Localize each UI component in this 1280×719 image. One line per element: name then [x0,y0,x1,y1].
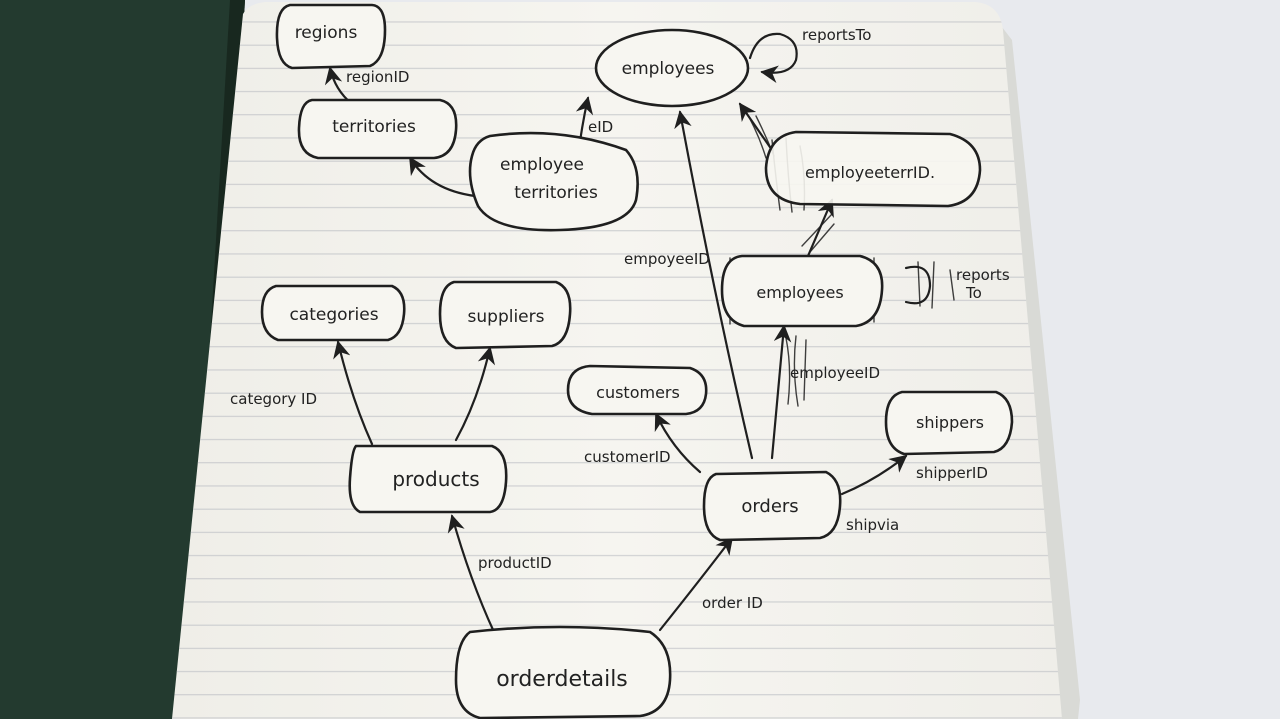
edge-orders-employees-scribbled [770,324,792,460]
edge-products-categories [333,340,374,446]
node-employees-scribbled-label: employees [756,283,843,302]
label-employeeID-main: empoyeeID [624,250,710,268]
node-employees-scribbled-shape [720,254,884,328]
node-regions: regions [275,3,387,70]
node-products: products [348,444,508,514]
node-shippers: shippers [884,390,1014,456]
edge-scribbled-employees-empterr [806,198,834,258]
label-reportsTo: reportsTo [802,26,871,44]
label-reportsTo-scribbled-line2: To [965,284,982,302]
notebook-cover [0,0,245,719]
node-suppliers: suppliers [438,280,572,350]
node-orders-label: orders [741,496,798,517]
edge-orders-customers [654,412,702,474]
edge-products-suppliers [454,346,496,442]
label-regionID: regionID [346,68,409,86]
node-suppliers-label: suppliers [468,307,545,327]
node-regions-shape [275,3,387,70]
node-orders: orders [702,470,842,542]
edge-labels: regionID eID reportsTo empoyeeID employe… [230,26,1010,612]
node-categories: categories [260,284,406,342]
label-orderID: order ID [702,594,763,612]
node-categories-label: categories [289,305,378,325]
edge-orderdetails-orders [658,536,734,632]
node-products-shape [348,444,508,514]
node-employee-territories-shape [468,131,639,232]
label-customerID: customerID [584,448,671,466]
edge-empterr-territories [408,156,477,198]
node-employees-scribbled: employees [720,254,884,328]
node-orderdetails: orderdetails [454,625,672,719]
node-employeeterr-scribbled: employeeterrID. [764,130,982,208]
node-employee-territories-label-line2: territories [514,183,598,203]
node-orderdetails-shape [454,625,672,719]
node-territories-shape [297,98,458,160]
edges [324,32,932,634]
node-regions-label: regions [295,23,358,43]
node-suppliers-shape [438,280,572,350]
edge-orderdetails-products [447,514,496,634]
label-eID: eID [588,118,613,136]
node-employees: employees [594,28,750,108]
node-employee-territories: employee territories [468,131,639,232]
node-shippers-label: shippers [916,413,984,432]
node-employees-label: employees [622,59,715,79]
node-territories-label: territories [332,117,416,137]
node-territories: territories [297,98,458,160]
label-shipperID: shipperID [916,464,988,482]
label-productID: productID [478,554,552,572]
edge-employees-reportsto-loop [748,32,798,83]
node-shippers-shape [884,390,1014,456]
node-customers: customers [566,364,708,416]
node-orderdetails-label: orderdetails [496,667,628,692]
label-employeeID-scribbled: employeeID [790,364,880,382]
edge-orders-employees [674,110,754,460]
node-employeeterr-scribbled-label: employeeterrID. [805,163,935,182]
node-customers-shape [566,364,708,416]
node-employees-shape [594,28,750,108]
node-customers-label: customers [596,383,680,402]
node-employee-territories-label-line1: employee [500,155,584,175]
label-categoryID: category ID [230,390,317,408]
label-reportsTo-scribbled-line1: reports [956,266,1010,284]
label-shipvia: shipvia [846,516,899,534]
node-employeeterr-scribbled-shape [764,130,982,208]
edge-orders-shippers [840,454,908,496]
node-categories-shape [260,284,406,342]
node-orders-shape [702,470,842,542]
node-products-label: products [392,467,479,491]
